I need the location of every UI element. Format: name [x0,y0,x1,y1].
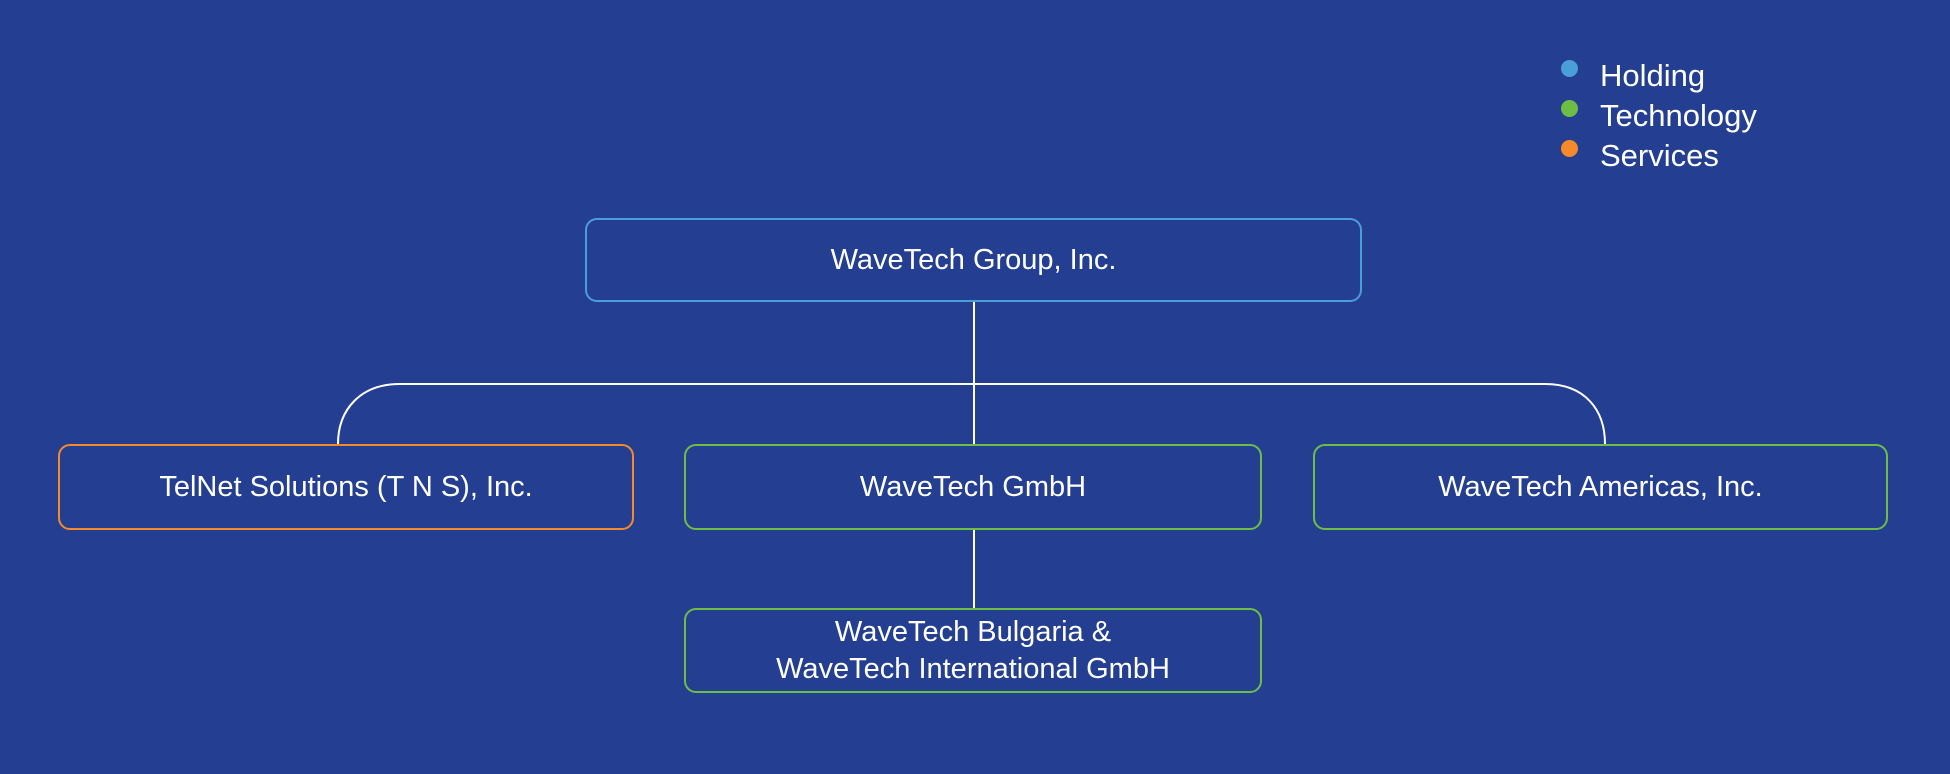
holding-dot-icon [1561,59,1578,77]
node-label-line1: WaveTech Bulgaria & [834,616,1112,649]
node-wavetech-gmbh[interactable]: WaveTech GmbH [684,444,1262,530]
node-label-line2: WaveTech International GmbH [776,652,1170,685]
node-label: WaveTech Americas, Inc. [1438,470,1763,503]
legend-label: Services [1600,138,1719,173]
services-dot-icon [1561,139,1578,157]
legend-label: Technology [1600,98,1757,133]
technology-dot-icon [1561,99,1578,117]
node-telnet-solutions[interactable]: TelNet Solutions (T N S), Inc. [58,444,634,530]
legend-holding: Holding [1561,58,1705,94]
legend-label: Holding [1600,58,1706,93]
node-wavetech-americas[interactable]: WaveTech Americas, Inc. [1313,444,1888,530]
node-label: WaveTech GmbH [859,470,1087,503]
node-wavetech-group[interactable]: WaveTech Group, Inc. [585,218,1362,302]
legend-technology: Technology [1561,98,1757,134]
connector-telnet-branch [337,383,974,445]
node-label: TelNet Solutions (T N S), Inc. [159,470,533,503]
legend-services: Services [1561,138,1719,174]
node-label: WaveTech Group, Inc. [830,243,1117,276]
node-wavetech-bulgaria[interactable]: WaveTech Bulgaria & WaveTech Internation… [684,608,1262,693]
connector-americas-branch [974,383,1606,445]
